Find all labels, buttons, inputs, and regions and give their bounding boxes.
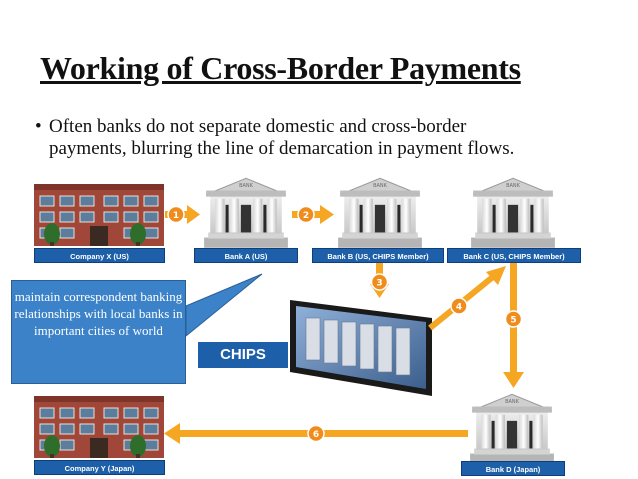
bank-b-sign: BANK — [373, 183, 388, 189]
bank-c-label: Bank C (US, CHIPS Member) — [447, 248, 581, 263]
step-3-badge — [370, 273, 389, 291]
company-y-label: Company Y (Japan) — [34, 460, 165, 475]
callout-pointer — [185, 273, 263, 338]
arrow-step-2-head — [320, 205, 334, 224]
step-6-badge — [307, 424, 325, 443]
arrow-step-6-head — [164, 423, 180, 444]
step-2-badge — [297, 205, 315, 224]
step-5-label: 5 — [510, 316, 516, 326]
bullet-text: • Often banks do not separate domestic an… — [35, 116, 603, 160]
bullet-symbol: • — [35, 116, 42, 137]
bank-b-label: Bank B (US, CHIPS Member) — [312, 248, 444, 263]
step-4-badge — [450, 297, 468, 315]
bank-d-sign: BANK — [505, 399, 520, 405]
company-x-label: Company X (US) — [34, 248, 165, 263]
arrow-step-1-head — [187, 205, 200, 224]
bank-c-sign: BANK — [506, 183, 521, 189]
step-5-badge — [504, 310, 523, 328]
bullet-line-1: Often banks do not separate domestic and… — [49, 116, 467, 137]
company-y-building-icon — [34, 396, 164, 458]
step-6-label: 6 — [313, 430, 319, 440]
arrow-step-5-head — [503, 372, 524, 388]
step-2-label: 2 — [303, 211, 309, 221]
correspondent-banking-callout: maintain correspondent banking relations… — [11, 280, 186, 384]
step-4-label: 4 — [456, 303, 462, 313]
step-1-label: 1 — [173, 211, 179, 221]
arrow-step-4-head — [486, 266, 506, 285]
bank-d-label: Bank D (Japan) — [461, 461, 565, 476]
chips-label: CHIPS — [198, 342, 288, 368]
bank-a-label: Bank A (US) — [194, 248, 298, 263]
bank-a-sign: BANK — [239, 183, 254, 189]
step-1-badge — [167, 205, 185, 224]
step-3-label: 3 — [376, 279, 382, 289]
chips-server-icon — [290, 300, 432, 396]
bullet-line-2: payments, blurring the line of demarcati… — [49, 138, 515, 159]
company-x-building-icon — [34, 184, 164, 246]
slide-title: Working of Cross-Border Payments — [40, 50, 521, 86]
